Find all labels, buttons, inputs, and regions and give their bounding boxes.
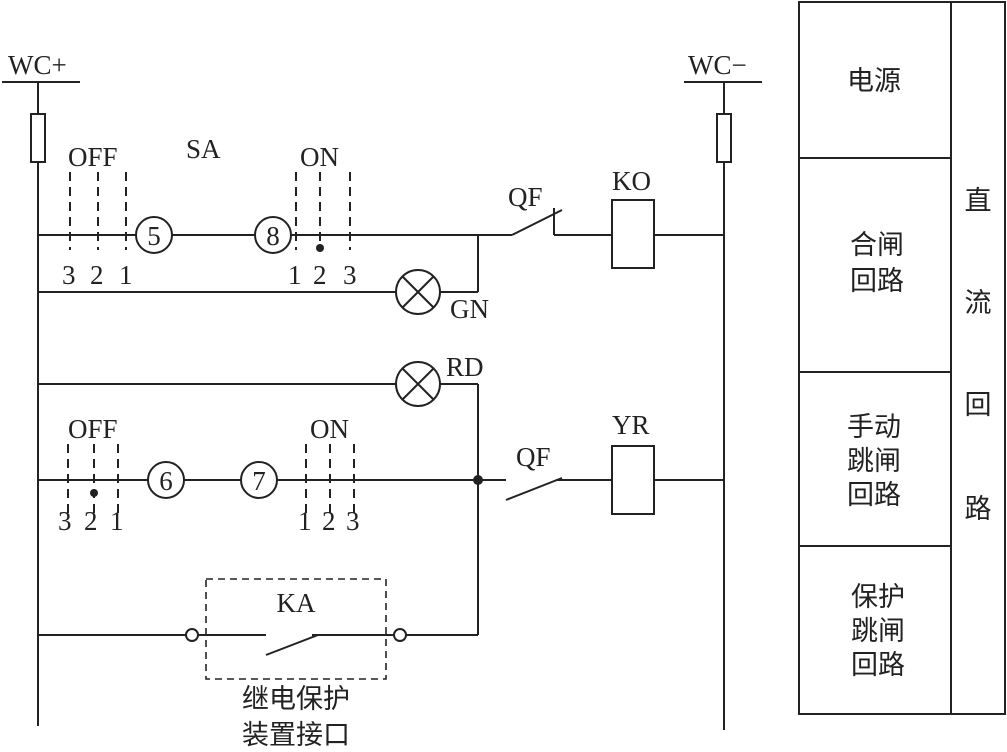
row-manual-trip-line-3: 回路 — [847, 480, 901, 511]
dc-circuit-char-4: 路 — [965, 494, 992, 525]
terminal-6-label: 6 — [159, 466, 173, 496]
close-on-num-3: 3 — [343, 260, 357, 290]
row-close-line-2: 回路 — [850, 266, 904, 297]
trip-off-num-2: 2 — [84, 506, 98, 536]
green-lamp-branch: GN — [38, 235, 489, 324]
trip-off-num-1: 1 — [110, 506, 124, 536]
positive-bus: WC+ — [2, 50, 80, 726]
relay-contact — [265, 634, 319, 656]
relay-interface-box — [205, 578, 387, 680]
row-close-line-1: 合闸 — [850, 230, 904, 261]
negative-bus: WC− — [684, 50, 762, 730]
row-manual-trip-line-1: 手动 — [847, 412, 901, 443]
close-off-num-3: 3 — [62, 260, 76, 290]
trip-qf-contact — [505, 477, 563, 501]
trip-off-label: OFF — [68, 414, 118, 444]
relay-interface-label-2: 装置接口 — [242, 720, 350, 751]
trip-coil — [611, 445, 655, 515]
switch-label: SA — [186, 134, 221, 164]
trip-circuit: OFF 3 2 1 6 7 ON 1 2 3 QF YR — [38, 384, 724, 635]
trip-coil-label: YR — [612, 410, 650, 440]
close-off-num-1: 1 — [119, 260, 133, 290]
row-protection-trip-line-2: 跳闸 — [851, 616, 905, 647]
relay-interface-label-1: 继电保护 — [242, 684, 350, 715]
trip-on-num-3: 3 — [346, 506, 360, 536]
close-coil — [611, 199, 655, 269]
dc-circuit-char-3: 回 — [965, 390, 992, 421]
trip-off-num-3: 3 — [58, 506, 72, 536]
row-power-line-1: 电源 — [847, 66, 901, 97]
close-on-num-2: 2 — [313, 260, 327, 290]
green-lamp-label: GN — [450, 294, 489, 324]
red-lamp-branch: RD — [38, 352, 484, 407]
terminal-5-label: 5 — [147, 221, 161, 251]
relay-label: KA — [277, 588, 316, 618]
side-table: 电源 合闸 回路 手动 跳闸 回路 保护 跳闸 回路 直 流 回 路 — [798, 1, 1006, 715]
close-coil-label: KO — [612, 166, 651, 196]
row-protection-trip-line-1: 保护 — [851, 582, 905, 613]
row-manual-trip-line-2: 跳闸 — [847, 446, 901, 477]
close-qf-label: QF — [508, 182, 543, 212]
close-off-label: OFF — [68, 142, 118, 172]
dc-circuit-char-2: 流 — [965, 288, 992, 319]
positive-bus-label: WC+ — [8, 50, 67, 80]
row-protection-trip-line-3: 回路 — [851, 650, 905, 681]
trip-on-num-2: 2 — [322, 506, 336, 536]
trip-off-dot — [90, 489, 98, 497]
trip-on-num-1: 1 — [298, 506, 312, 536]
closing-circuit: SA OFF 3 2 1 5 8 ON 1 2 3 QF KO — [38, 134, 724, 290]
close-on-dot — [316, 244, 324, 252]
negative-fuse — [716, 113, 732, 163]
terminal-8-label: 8 — [266, 221, 280, 251]
relay-terminal-right — [393, 628, 407, 642]
positive-fuse — [30, 113, 46, 163]
close-on-num-1: 1 — [288, 260, 302, 290]
close-on-label: ON — [300, 142, 339, 172]
relay-terminal-left — [185, 628, 199, 642]
terminal-7-label: 7 — [252, 466, 266, 496]
dc-circuit-char-1: 直 — [965, 186, 992, 217]
trip-on-label: ON — [310, 414, 349, 444]
negative-bus-label: WC− — [688, 50, 747, 80]
protection-trip-circuit: KA 继电保护 装置接口 — [38, 578, 478, 751]
close-off-num-2: 2 — [90, 260, 104, 290]
red-lamp-label: RD — [446, 352, 484, 382]
trip-qf-label: QF — [516, 442, 551, 472]
